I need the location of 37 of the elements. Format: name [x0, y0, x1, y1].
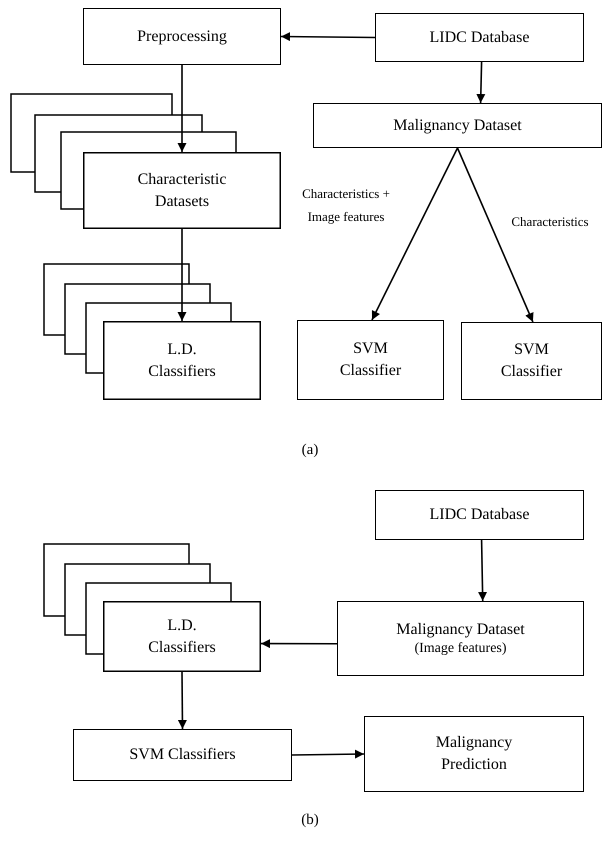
- process-box: [461, 322, 602, 400]
- panel-caption: (b): [301, 812, 319, 829]
- box-label: SVM Classifier: [500, 340, 564, 382]
- arrow: [292, 750, 364, 759]
- process-box: [313, 103, 602, 148]
- process-box: [375, 13, 584, 62]
- stacked-process-box: [11, 94, 281, 229]
- arrow: [456, 148, 534, 322]
- arrow: [178, 229, 186, 321]
- arrow: [178, 672, 187, 729]
- box-label: LIDC Database: [428, 505, 530, 526]
- stacked-process-box: [44, 264, 261, 400]
- process-box: [73, 729, 292, 781]
- process-box: [375, 490, 584, 540]
- box-label: Malignancy Dataset: [395, 620, 526, 640]
- box-label: Malignancy Dataset: [392, 116, 523, 136]
- box-label: L.D. Classifiers: [147, 616, 217, 658]
- stacked-process-box: [44, 544, 261, 672]
- arrow: [261, 639, 337, 648]
- box-label: SVM Classifiers: [128, 745, 237, 766]
- arrow: [371, 148, 458, 320]
- box-label: SVM Classifier: [338, 339, 402, 381]
- box-label: Malignancy Prediction: [434, 733, 514, 775]
- arrow: [178, 65, 186, 152]
- arrow: [476, 62, 486, 104]
- box-label: LIDC Database: [428, 28, 530, 48]
- box-label: L.D. Classifiers: [147, 340, 217, 382]
- process-box: [337, 601, 584, 676]
- process-box: [83, 8, 281, 65]
- panel-caption: (a): [302, 442, 318, 459]
- arrow: [281, 32, 375, 42]
- process-box: [364, 716, 584, 792]
- box-sublabel: (Image features): [414, 640, 507, 658]
- box-label: Preprocessing: [136, 26, 228, 47]
- arrow: [478, 540, 488, 602]
- box-label: Characteristic Datasets: [136, 170, 228, 212]
- process-box: [297, 320, 444, 400]
